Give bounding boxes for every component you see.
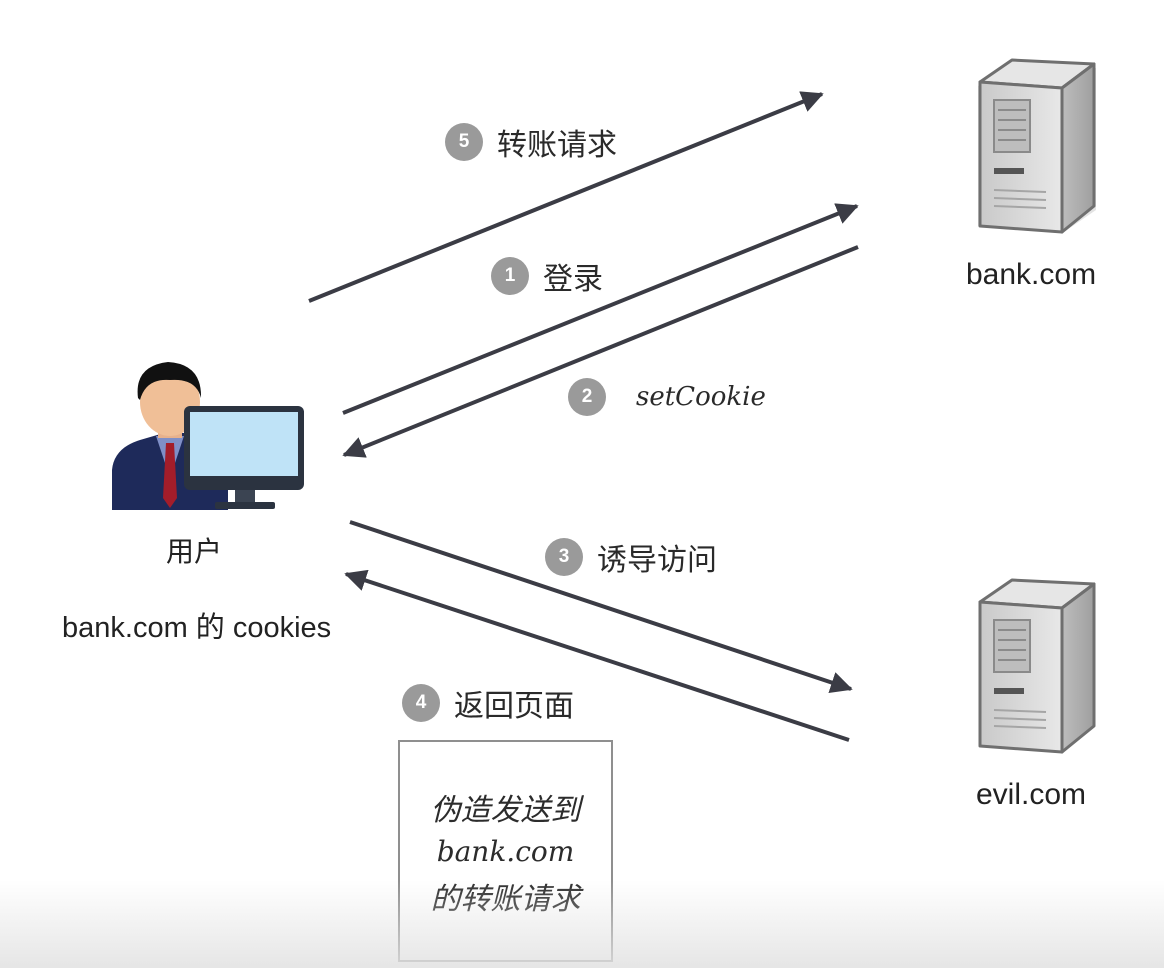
step-badge: 2	[568, 378, 606, 416]
bank-server-label: bank.com	[966, 258, 1097, 291]
arrow-step2-setcookie	[342, 245, 859, 458]
arrow-step5-transfer-request	[308, 91, 824, 303]
step-4-label: 4 返回页面	[402, 681, 574, 725]
note-line: 伪造发送到	[430, 792, 581, 828]
evil-server-icon	[978, 578, 1096, 754]
bank-server-icon	[978, 58, 1096, 234]
step-text: 转账请求	[497, 129, 617, 162]
evil-server-label: evil.com	[976, 778, 1087, 811]
step-badge: 3	[545, 538, 583, 576]
step-text: setCookie	[636, 382, 766, 412]
step-badge: 1	[491, 257, 529, 295]
step-text: 返回页面	[454, 690, 574, 723]
step-badge: 5	[445, 123, 483, 161]
step-badge: 4	[402, 684, 440, 722]
user-label: 用户	[166, 536, 223, 567]
step-text: 登录	[543, 263, 603, 296]
note-line: 的转账请求	[430, 881, 581, 917]
user-computer-icon	[112, 362, 304, 510]
arrow-step3-lure-visit	[349, 520, 853, 694]
step-1-label: 1 登录	[491, 254, 603, 298]
step-text: 诱导访问	[597, 544, 717, 577]
note-line: bank.com	[436, 834, 575, 868]
arrow-step4-return-page	[344, 569, 850, 742]
user-cookies-note: bank.com 的 cookies	[62, 612, 332, 644]
step-3-label: 3 诱导访问	[545, 535, 717, 579]
step-2-label: 2 setCookie	[568, 378, 766, 416]
step-5-label: 5 转账请求	[445, 120, 617, 164]
arrow-step1-login	[342, 203, 859, 415]
forged-request-note: 伪造发送到 bank.com 的转账请求	[398, 740, 613, 962]
